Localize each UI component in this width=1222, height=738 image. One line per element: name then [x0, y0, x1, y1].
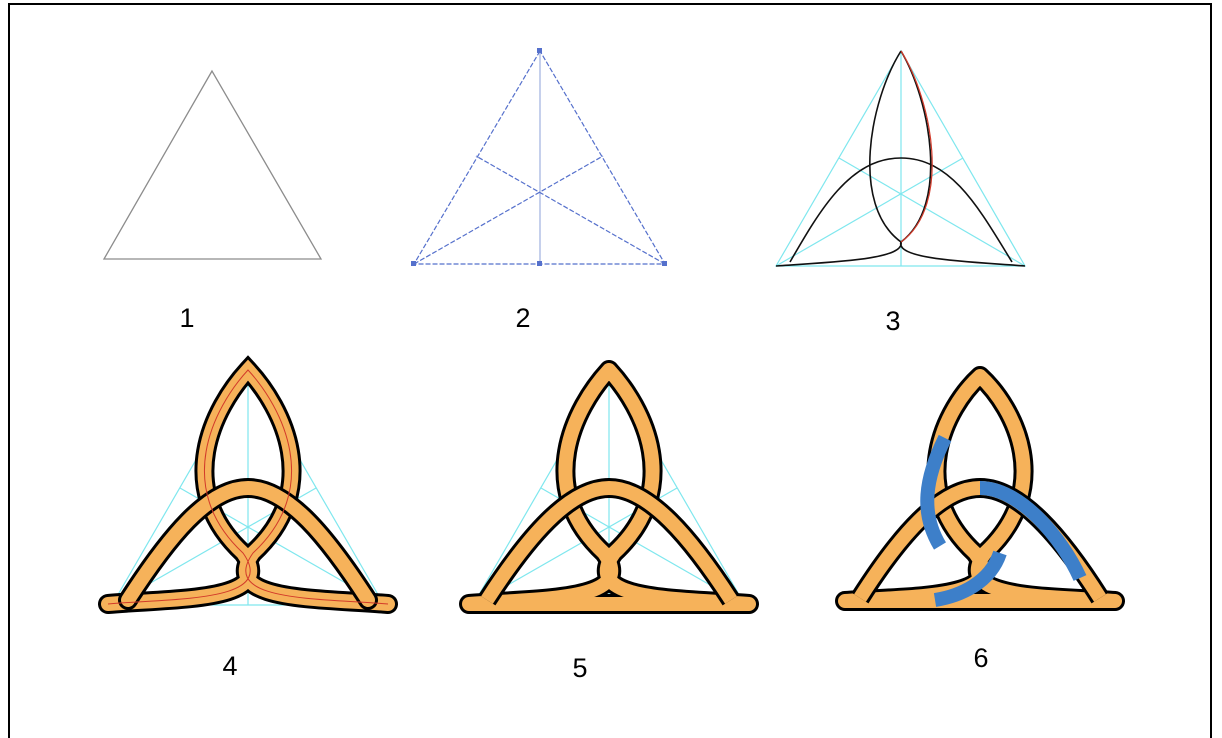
panel-6-knot — [835, 366, 1125, 611]
step-label-4: 4 — [222, 651, 237, 681]
woven-highlight-segments — [920, 434, 1087, 607]
step-label-5: 5 — [572, 653, 587, 683]
panel-5-bands — [459, 360, 759, 614]
step-label-3: 3 — [885, 306, 900, 336]
panel-1-triangle — [102, 69, 323, 260]
panel-3-arcs — [774, 49, 1027, 267]
median-right — [475, 155, 666, 265]
panel-2-medians — [411, 48, 667, 266]
step-label-2: 2 — [515, 303, 530, 333]
equilateral-triangle — [102, 69, 323, 260]
step-label-6: 6 — [973, 643, 988, 673]
anchor-points — [411, 48, 667, 266]
step-labels: 1 2 3 4 5 6 — [179, 303, 988, 683]
step-label-1: 1 — [179, 303, 194, 333]
median-left — [413, 155, 604, 265]
panel-4-bands — [98, 355, 398, 614]
